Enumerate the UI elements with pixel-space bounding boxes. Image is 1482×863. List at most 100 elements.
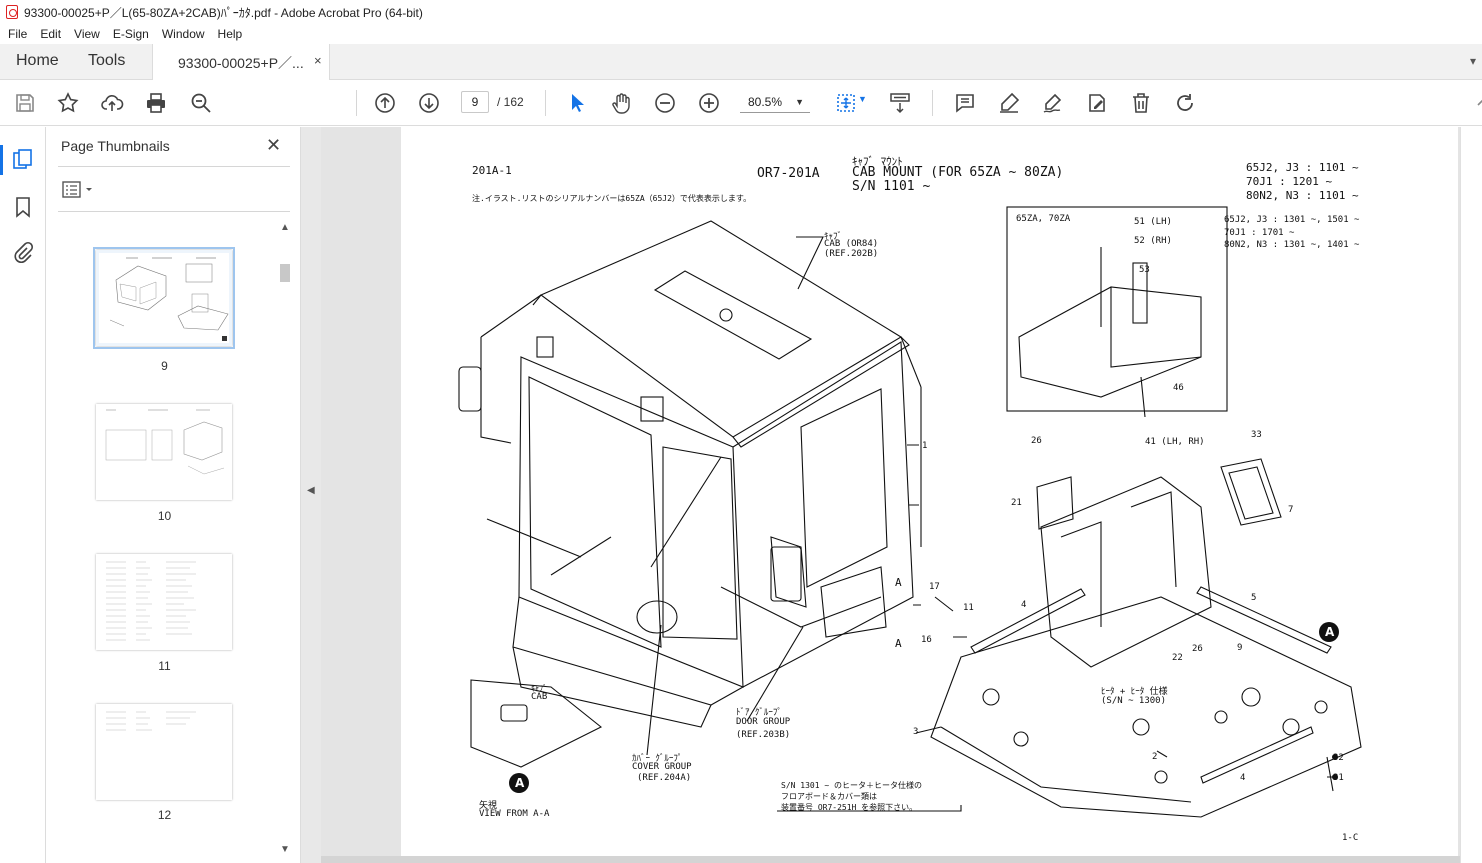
- document-viewport[interactable]: 201A-1 OR7-201A ｷｬﾌﾞ ﾏｳﾝﾄ CAB MOUNT (FOR…: [321, 127, 1482, 863]
- save-icon[interactable]: [13, 91, 37, 115]
- part-number: 3: [913, 727, 919, 737]
- thumbnail-options-button[interactable]: [62, 179, 102, 201]
- close-panel-icon[interactable]: ✕: [266, 135, 282, 155]
- callout-cab-small-kana: ｷｬﾌﾞ: [531, 684, 547, 693]
- part-number: 41 (LH, RH): [1145, 437, 1205, 447]
- callout-door-kana: ﾄﾞｱ ｸﾞﾙｰﾌﾟ: [736, 708, 782, 718]
- marquee-dropdown-icon[interactable]: ▼: [858, 94, 867, 104]
- part-number: 4: [1021, 600, 1027, 610]
- part-number: 52 (RH): [1134, 236, 1172, 246]
- redo-icon[interactable]: [1173, 91, 1197, 115]
- bookmark-star-icon[interactable]: [56, 91, 80, 115]
- page-thumbnails-icon[interactable]: [11, 148, 35, 172]
- document-scrollbar[interactable]: [1460, 127, 1482, 863]
- thumbnail-label: 11: [158, 659, 171, 673]
- more-tools-icon[interactable]: [1468, 91, 1482, 115]
- bottom-note-line: S/N 1301 ~ のヒータ＋ヒータ仕様の: [781, 781, 922, 790]
- part-number: 21: [1011, 498, 1022, 508]
- doc-inset-serial: 70J1 : 1701 ~: [1224, 228, 1295, 238]
- doc-section-code: 201A-1: [472, 164, 512, 177]
- marquee-zoom-icon[interactable]: [834, 91, 858, 115]
- part-number: 22: [1172, 653, 1183, 663]
- svg-text:A: A: [515, 776, 525, 790]
- thumbnail-label: 10: [157, 509, 172, 523]
- menu-window[interactable]: Window: [161, 27, 205, 41]
- menu-esign[interactable]: E-Sign: [112, 27, 149, 41]
- pdf-page: 201A-1 OR7-201A ｷｬﾌﾞ ﾏｳﾝﾄ CAB MOUNT (FOR…: [401, 127, 1458, 863]
- comment-icon[interactable]: [953, 91, 977, 115]
- inset-label: 65ZA, 70ZA: [1016, 214, 1071, 224]
- upload-icon[interactable]: [100, 91, 124, 115]
- tab-tools[interactable]: Tools: [88, 52, 126, 69]
- collapse-arrow-icon: ◀: [307, 485, 315, 496]
- svg-text:A: A: [1325, 625, 1335, 639]
- thumbnail-page-9[interactable]: [93, 247, 235, 349]
- zoom-level-value: 80.5%: [748, 95, 783, 109]
- doc-title-kana: ｷｬﾌﾞ ﾏｳﾝﾄ: [852, 155, 903, 168]
- part-number: 7: [1288, 505, 1294, 515]
- callout-cover-kana: ｶﾊﾞｰ ｸﾞﾙｰﾌﾟ: [632, 754, 683, 764]
- callout-heater: ﾋｰﾀ + ﾋｰﾀ 仕様: [1101, 687, 1168, 697]
- doc-serial-line: 80N2, N3 : 1101 ~: [1246, 189, 1359, 202]
- doc-serial: S/N 1101 ~: [852, 179, 931, 194]
- callout-cab-kana: ｷｬﾌﾞ: [824, 232, 843, 242]
- zoom-in-icon[interactable]: [697, 91, 721, 115]
- tab-close-icon[interactable]: ×: [314, 53, 322, 68]
- doc-serial-line: 70J1 : 1201 ~: [1246, 175, 1333, 188]
- doc-inset-serial: 80N2, N3 : 1301 ~, 1401 ~: [1224, 240, 1360, 250]
- thumbnail-page-12[interactable]: [96, 704, 232, 800]
- part-number: 5: [1251, 593, 1257, 603]
- thumbnail-label: 12: [157, 808, 172, 822]
- zoom-level-select[interactable]: 80.5% ▼: [740, 91, 810, 113]
- hand-icon[interactable]: [609, 91, 633, 115]
- part-number: 9: [1237, 643, 1243, 653]
- doc-note: 注.イラスト.リストのシリアルナンバーは65ZA（65J2）で代表表示します。: [472, 194, 752, 203]
- scroll-mode-icon[interactable]: [888, 91, 912, 115]
- attachments-icon[interactable]: [11, 241, 35, 265]
- scroll-up-icon[interactable]: ▲: [280, 222, 290, 233]
- select-cursor-icon[interactable]: [565, 91, 589, 115]
- tab-document-label: 93300-00025+P／...: [178, 55, 304, 71]
- thumbnail-label: 9: [161, 359, 168, 373]
- prev-page-icon[interactable]: [373, 91, 397, 115]
- zoom-out-icon[interactable]: [653, 91, 677, 115]
- tab-document[interactable]: 93300-00025+P／... ×: [152, 44, 330, 80]
- highlight-icon[interactable]: [997, 91, 1021, 115]
- page-number-input[interactable]: 9: [461, 91, 489, 113]
- menu-edit[interactable]: Edit: [40, 27, 62, 41]
- callout-heater-sn: (S/N ~ 1300): [1101, 696, 1167, 706]
- callout-cover-ref: (REF.204A): [637, 773, 692, 783]
- menu-view[interactable]: View: [74, 27, 100, 41]
- zoom-search-icon[interactable]: [189, 91, 213, 115]
- bookmarks-icon[interactable]: [11, 195, 35, 219]
- part-number: 11: [963, 603, 974, 613]
- part-number: 2: [1152, 752, 1158, 762]
- part-number: 26: [1031, 436, 1042, 446]
- tab-bar: Home Tools 93300-00025+P／... × ▾: [0, 44, 1482, 80]
- part-number: 46: [1173, 383, 1184, 393]
- panel-title: Page Thumbnails: [61, 138, 170, 154]
- part-number: 31: [1333, 773, 1344, 783]
- part-number: 33: [1251, 430, 1262, 440]
- delete-icon[interactable]: [1129, 91, 1153, 115]
- tab-home[interactable]: Home: [16, 52, 59, 69]
- doc-serial-line: 65J2, J3 : 1101 ~: [1246, 161, 1359, 174]
- sign-icon[interactable]: [1041, 91, 1065, 115]
- window-overflow-icon[interactable]: ▾: [1469, 54, 1476, 68]
- menu-help[interactable]: Help: [217, 27, 243, 41]
- edit-stamp-icon[interactable]: [1085, 91, 1109, 115]
- next-page-icon[interactable]: [417, 91, 441, 115]
- thumbnails-scrollbar[interactable]: ▲ ▼: [278, 222, 292, 863]
- thumbnail-page-10[interactable]: [96, 404, 232, 500]
- horizontal-scrollbar[interactable]: [321, 856, 1460, 863]
- scroll-down-icon[interactable]: ▼: [280, 844, 290, 855]
- doc-inset-serial: 65J2, J3 : 1301 ~, 1501 ~: [1224, 215, 1360, 225]
- callout-cab-ref: (REF.202B): [824, 249, 879, 259]
- thumbnail-page-11[interactable]: [96, 554, 232, 650]
- menu-file[interactable]: File: [8, 27, 28, 41]
- panel-collapse-handle[interactable]: ◀: [301, 127, 321, 863]
- scrollbar-thumb[interactable]: [280, 264, 290, 282]
- rail-selection-indicator: [0, 145, 3, 175]
- print-icon[interactable]: [144, 91, 168, 115]
- section-marker: A: [895, 576, 902, 589]
